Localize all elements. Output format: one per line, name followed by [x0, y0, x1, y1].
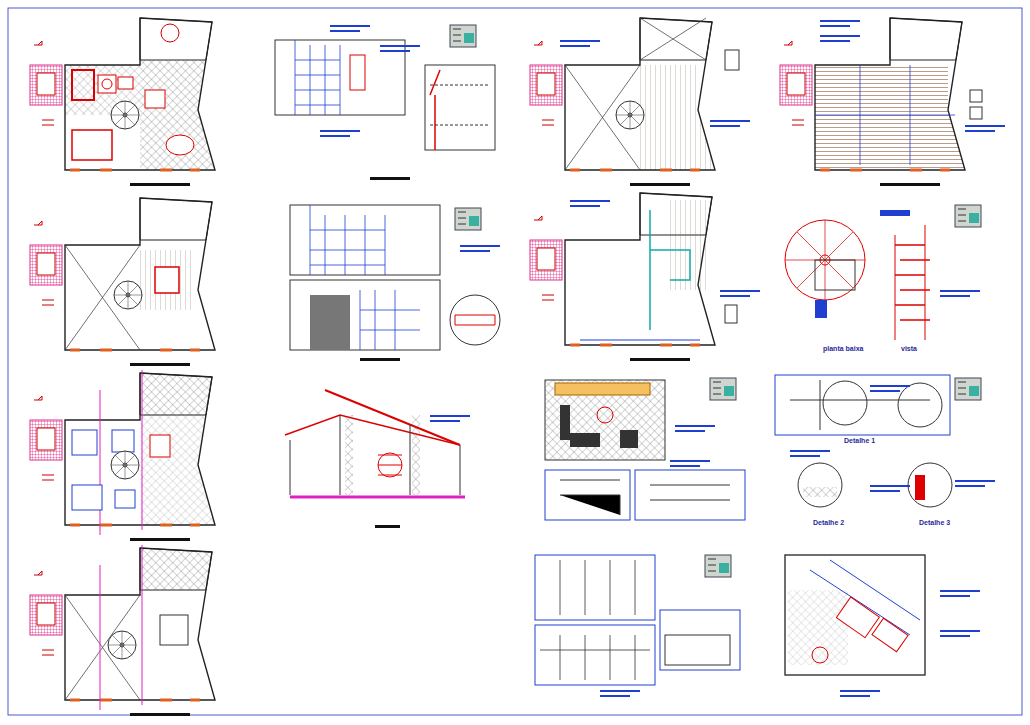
view-title: vista	[900, 345, 918, 353]
view-title: Detalhe 1	[843, 437, 876, 445]
view-title: Detalhe 2	[812, 519, 845, 527]
view-title: planta baixa	[822, 345, 864, 353]
view-title: Detalhe 3	[918, 519, 951, 527]
